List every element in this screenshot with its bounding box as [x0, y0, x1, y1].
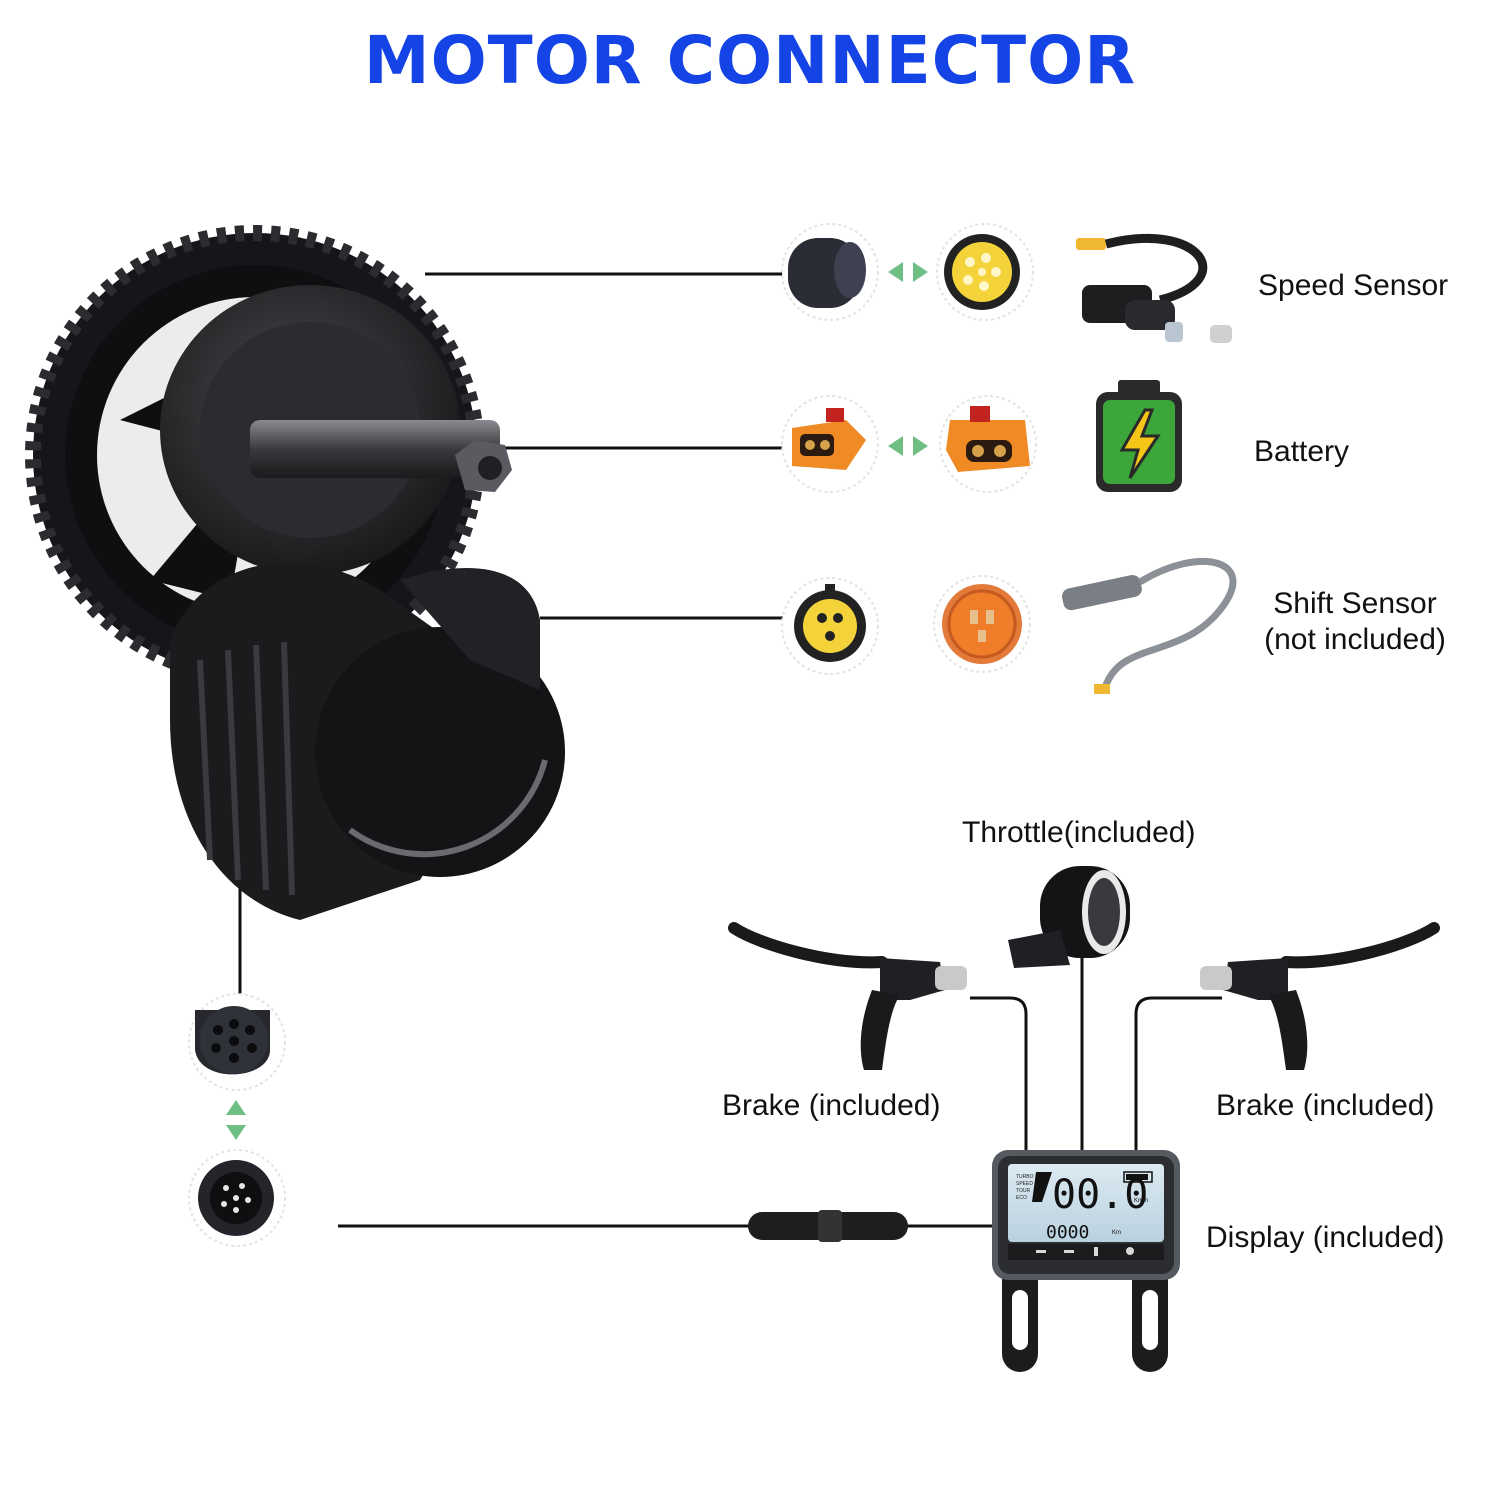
battery-row	[782, 380, 1182, 492]
main-cable-socket-icon	[198, 1160, 274, 1236]
main-cable-plug-icon	[195, 1006, 270, 1074]
left-brake-wire	[970, 998, 1026, 1152]
label-throttle: Throttle(included)	[962, 815, 1195, 851]
speed-sensor-row	[782, 224, 1232, 343]
speed-sensor-socket-icon	[944, 234, 1020, 310]
lcd-display-icon: TURBO SPEED TOUR ECO 00.0 Km/h 0000 Km	[992, 1150, 1180, 1372]
shift-socket-icon	[942, 584, 1022, 664]
label-shift-sensor: Shift Sensor (not included)	[1250, 586, 1460, 658]
speed-sensor-icon	[1076, 238, 1232, 343]
mode-label: TURBO	[1016, 1174, 1034, 1180]
mode-label: SPEED	[1016, 1181, 1033, 1187]
label-shift-sensor-line2: (not included)	[1250, 622, 1460, 658]
odo-unit: Km	[1112, 1230, 1121, 1236]
inline-connector-icon	[748, 1210, 908, 1242]
odo-readout: 0000	[1046, 1222, 1089, 1243]
mode-label: TOUR	[1016, 1188, 1030, 1194]
thumb-throttle-icon	[1008, 866, 1130, 968]
brake-lever-icon	[734, 928, 967, 1070]
label-speed-sensor: Speed Sensor	[1258, 268, 1448, 304]
battery-icon	[1096, 380, 1182, 492]
label-shift-sensor-line1: Shift Sensor	[1250, 586, 1460, 622]
right-brake-wire	[1136, 998, 1222, 1152]
shift-sensor-cable-icon	[1061, 561, 1233, 694]
mid-drive-motor-icon	[33, 233, 565, 920]
connection-arrow	[888, 436, 928, 456]
label-display: Display (included)	[1206, 1220, 1444, 1256]
speed-unit: Km/h	[1134, 1198, 1148, 1204]
mode-label: ECO	[1016, 1195, 1027, 1201]
label-brake-left: Brake (included)	[722, 1088, 940, 1124]
connection-arrow	[888, 262, 928, 282]
label-battery: Battery	[1254, 434, 1349, 470]
brake-lever-icon	[1200, 928, 1434, 1070]
shift-sensor-row	[782, 561, 1233, 694]
label-brake-right: Brake (included)	[1216, 1088, 1434, 1124]
connection-arrow	[226, 1100, 246, 1140]
